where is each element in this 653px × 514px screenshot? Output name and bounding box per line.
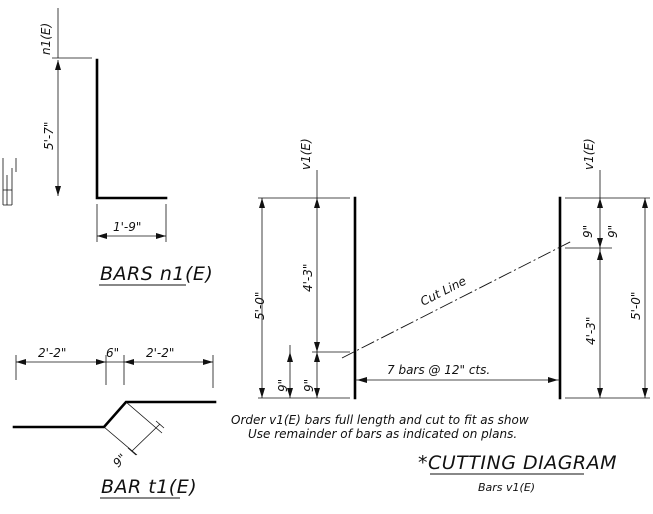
t1-offset-ext-2 bbox=[125, 401, 163, 434]
arrowhead bbox=[597, 198, 603, 208]
n1-title: BARS n1(E) bbox=[100, 263, 213, 285]
arrowhead bbox=[259, 388, 265, 398]
arrowhead bbox=[287, 388, 293, 398]
t1-dim-left-text: 2'-2" bbox=[38, 346, 66, 360]
arrowhead bbox=[597, 250, 603, 260]
right-bar-label: v1(E) bbox=[582, 138, 596, 170]
arrowhead bbox=[96, 359, 106, 365]
arrowhead bbox=[203, 359, 213, 365]
left-upper-dim-text: 4'-3" bbox=[301, 264, 315, 292]
note-line-1: Order v1(E) bars full length and cut to … bbox=[231, 413, 529, 427]
arrowhead bbox=[597, 238, 603, 248]
arrowhead bbox=[314, 342, 320, 352]
t1-offset-dim-line bbox=[131, 423, 161, 452]
cutting-title: *CUTTING DIAGRAM bbox=[418, 452, 617, 474]
t1-dim-mid-text: 6" bbox=[106, 346, 119, 360]
right-top-dim-text-b: 9" bbox=[606, 225, 620, 238]
note-line-2: Use remainder of bars as indicated on pl… bbox=[248, 427, 517, 441]
bar-t1-detail: 2'-2" 6" 2'-2" 9" BAR t1(E) bbox=[12, 346, 217, 499]
n1-bar-shape bbox=[95, 58, 168, 200]
t1-dim-right-text: 2'-2" bbox=[146, 346, 174, 360]
left-bottom-dim-text-b: 9" bbox=[302, 379, 316, 392]
cutting-diagram: v1(E) v1(E) 5'-0" 4'-3" 9" 9" bbox=[231, 138, 650, 494]
arrowhead bbox=[55, 60, 61, 70]
t1-offset-ext-1 bbox=[103, 426, 138, 456]
adjacent-detail-fragment bbox=[2, 158, 17, 206]
right-lower-dim-text: 4'-3" bbox=[584, 317, 598, 345]
n1-bar-label: n1(E) bbox=[39, 23, 53, 55]
arrowhead bbox=[314, 352, 320, 362]
arrowhead bbox=[548, 377, 558, 383]
t1-tick bbox=[127, 447, 137, 456]
right-total-dim-text: 5'-0" bbox=[629, 292, 643, 320]
bars-n1-detail: n1(E) 5'-7" 1'-9" BARS n1(E) bbox=[2, 8, 213, 286]
t1-tick bbox=[155, 420, 165, 429]
n1-horizontal-dim-text: 1'-9" bbox=[113, 220, 141, 234]
arrowhead bbox=[55, 186, 61, 196]
arrowhead bbox=[597, 388, 603, 398]
arrowhead bbox=[314, 198, 320, 208]
left-bottom-dim-text-a: 9" bbox=[276, 379, 290, 392]
cut-line bbox=[341, 240, 573, 359]
arrowhead bbox=[314, 388, 320, 398]
arrowhead bbox=[357, 377, 367, 383]
cut-line-label: Cut Line bbox=[418, 274, 468, 309]
arrowhead bbox=[642, 388, 648, 398]
right-top-dim-text-a: 9" bbox=[581, 225, 595, 238]
t1-title: BAR t1(E) bbox=[101, 476, 197, 498]
t1-bar-shape bbox=[12, 400, 217, 429]
arrowhead bbox=[156, 233, 166, 239]
arrowhead bbox=[259, 198, 265, 208]
arrowhead bbox=[97, 233, 107, 239]
arrowhead bbox=[124, 359, 134, 365]
t1-offset-dim-text: 9" bbox=[110, 451, 129, 470]
left-bar-label: v1(E) bbox=[299, 138, 313, 170]
arrowhead bbox=[642, 198, 648, 208]
left-total-dim-text: 5'-0" bbox=[253, 292, 267, 320]
cutting-subtitle: Bars v1(E) bbox=[478, 481, 535, 494]
n1-vertical-dim-text: 5'-7" bbox=[42, 122, 56, 150]
arrowhead bbox=[16, 359, 26, 365]
spacing-dim-text: 7 bars @ 12" cts. bbox=[387, 363, 490, 377]
arrowhead bbox=[287, 352, 293, 362]
